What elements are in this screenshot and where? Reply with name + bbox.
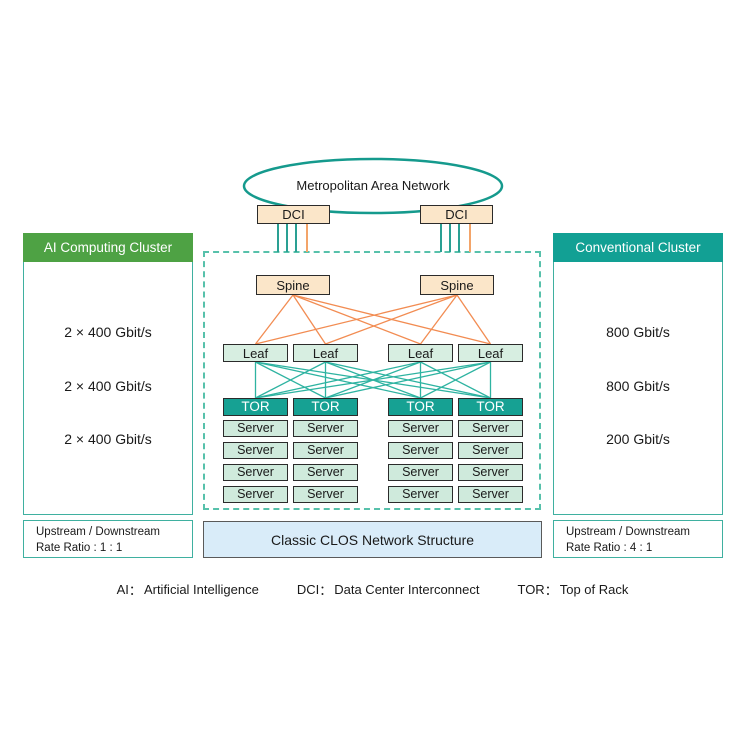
conventional-ratio-line1: Upstream / Downstream	[566, 526, 690, 538]
legend-item-tor: TOR ： Top of Rack	[517, 580, 628, 599]
tor-box-4: TOR	[458, 398, 523, 416]
ai-ratio-box: Upstream / Downstream Rate Ratio : 1 : 1	[23, 520, 193, 558]
conventional-ratio-line2: Rate Ratio : 4 : 1	[566, 542, 653, 554]
legend-item-dci: DCI ： Data Center Interconnect	[297, 580, 480, 599]
legend-colon: ：	[544, 582, 558, 598]
legend-item-ai: AI ： Artificial Intelligence	[117, 580, 259, 599]
server-box: Server	[223, 486, 288, 503]
server-box: Server	[293, 442, 358, 459]
leaf-box-3: Leaf	[388, 344, 453, 362]
leaf-tor-links	[254, 361, 492, 399]
clos-structure-caption-box: Classic CLOS Network Structure	[203, 521, 542, 558]
server-box: Server	[388, 464, 453, 481]
spine-leaf-links	[254, 294, 492, 345]
metropolitan-area-network-label: Metropolitan Area Network	[296, 178, 450, 193]
legend-colon: ：	[319, 582, 333, 598]
legend-term: DCI	[296, 581, 320, 597]
leaf-box-2: Leaf	[293, 344, 358, 362]
conventional-rate-leaf-tor: 800 Gbit/s	[606, 378, 670, 394]
server-box: Server	[388, 442, 453, 459]
legend-definition: Data Center Interconnect	[334, 581, 480, 597]
server-box: Server	[293, 420, 358, 437]
abbreviation-legend: AI ： Artificial Intelligence DCI ： Data …	[0, 578, 745, 600]
server-box: Server	[388, 420, 453, 437]
ai-ratio-line2: Rate Ratio : 1 : 1	[36, 542, 123, 554]
legend-term: AI	[116, 581, 129, 597]
dci-box-left: DCI	[257, 205, 330, 224]
server-box: Server	[388, 486, 453, 503]
metropolitan-area-network-ellipse	[242, 157, 504, 215]
legend-definition: Top of Rack	[559, 581, 629, 597]
server-box: Server	[293, 486, 358, 503]
server-box: Server	[458, 464, 523, 481]
conventional-rate-tor-server: 200 Gbit/s	[606, 431, 670, 447]
conventional-panel-header: Conventional Cluster	[553, 233, 723, 262]
spine-box-2: Spine	[420, 275, 494, 295]
legend-colon: ：	[128, 582, 142, 598]
legend-definition: Artificial Intelligence	[143, 581, 259, 597]
dci-downlinks-teal	[277, 224, 460, 252]
server-box: Server	[293, 464, 358, 481]
dci-box-right: DCI	[420, 205, 493, 224]
spine-box-1: Spine	[256, 275, 330, 295]
ai-rate-spine-leaf: 2 × 400 Gbit/s	[64, 324, 152, 340]
server-box: Server	[223, 420, 288, 437]
conventional-ratio-box: Upstream / Downstream Rate Ratio : 4 : 1	[553, 520, 723, 558]
ai-rate-tor-server: 2 × 400 Gbit/s	[64, 431, 152, 447]
server-box: Server	[458, 442, 523, 459]
tor-box-2: TOR	[293, 398, 358, 416]
leaf-box-4: Leaf	[458, 344, 523, 362]
conventional-rate-spine-leaf: 800 Gbit/s	[606, 324, 670, 340]
server-box: Server	[223, 464, 288, 481]
conventional-panel-body	[553, 261, 723, 515]
dci-downlinks-orange	[306, 224, 471, 252]
tor-box-1: TOR	[223, 398, 288, 416]
server-box: Server	[223, 442, 288, 459]
server-box: Server	[458, 486, 523, 503]
server-box: Server	[458, 420, 523, 437]
legend-term: TOR	[517, 581, 545, 597]
tor-box-3: TOR	[388, 398, 453, 416]
ai-cluster-panel-body	[23, 261, 193, 515]
leaf-box-1: Leaf	[223, 344, 288, 362]
ai-rate-leaf-tor: 2 × 400 Gbit/s	[64, 378, 152, 394]
ai-ratio-line1: Upstream / Downstream	[36, 526, 160, 538]
ai-cluster-panel-header: AI Computing Cluster	[23, 233, 193, 262]
